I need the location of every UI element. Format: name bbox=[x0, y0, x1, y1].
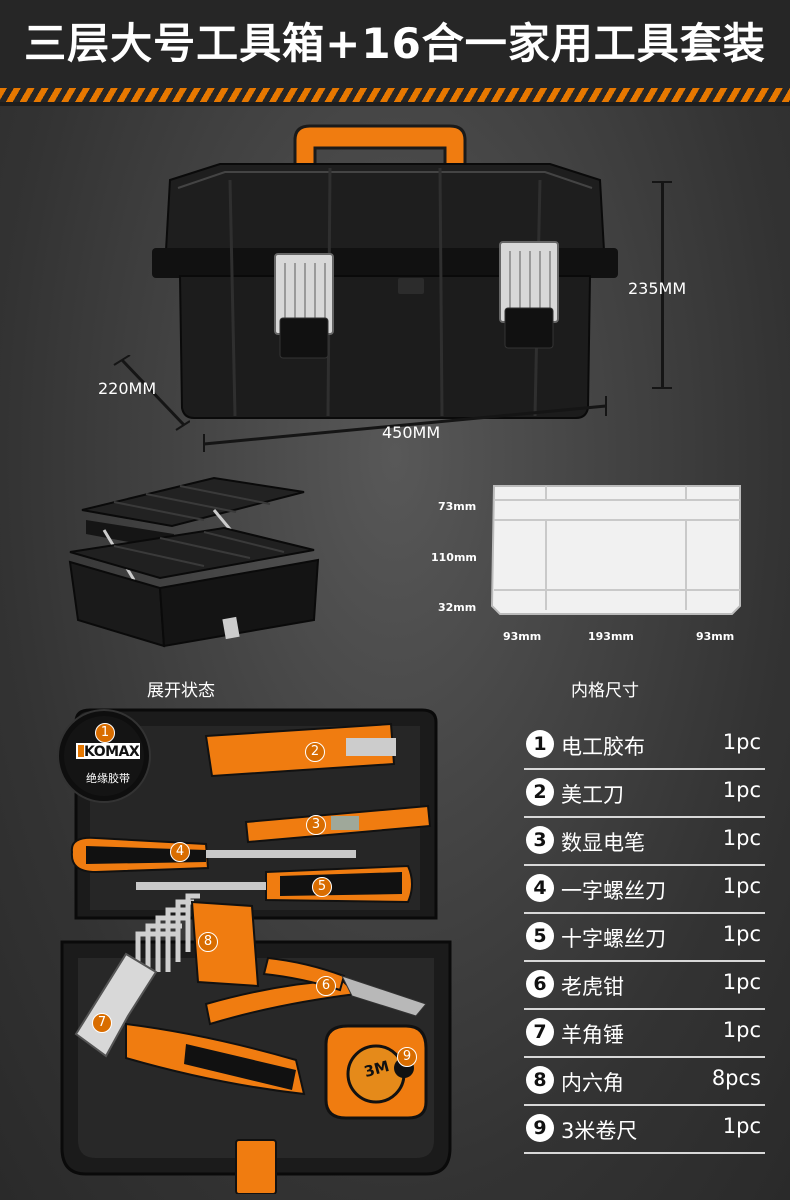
depth-dim-label: 220MM bbox=[98, 379, 157, 398]
item-quantity: 1pc bbox=[722, 922, 761, 946]
toolbox-open-image bbox=[68, 476, 320, 648]
item-number: 8 bbox=[526, 1066, 554, 1094]
item-quantity: 1pc bbox=[722, 1018, 761, 1042]
inner-height-2: 110mm bbox=[431, 551, 477, 564]
item-name: 电工胶布 bbox=[561, 735, 645, 759]
item-quantity: 1pc bbox=[722, 730, 761, 754]
tool-badge-3: 3 bbox=[306, 815, 326, 835]
list-item: 6 老虎钳 1pc bbox=[524, 962, 765, 1010]
height-dim-cap-top bbox=[652, 181, 672, 183]
item-quantity: 1pc bbox=[722, 970, 761, 994]
list-item: 3 数显电笔 1pc bbox=[524, 818, 765, 866]
item-quantity: 1pc bbox=[722, 778, 761, 802]
hazard-stripe bbox=[0, 88, 790, 102]
inner-dimension-diagram bbox=[490, 485, 741, 615]
item-quantity: 1pc bbox=[722, 826, 761, 850]
list-item: 4 一字螺丝刀 1pc bbox=[524, 866, 765, 914]
item-quantity: 1pc bbox=[722, 874, 761, 898]
tool-badge-5: 5 bbox=[312, 877, 332, 897]
item-name: 羊角锤 bbox=[561, 1023, 624, 1047]
width-dim-line bbox=[203, 396, 607, 452]
tool-badge-2: 2 bbox=[305, 742, 325, 762]
header-divider bbox=[0, 102, 790, 106]
item-number: 3 bbox=[526, 826, 554, 854]
caption-inner-size: 内格尺寸 bbox=[571, 681, 639, 701]
height-dim-label: 235MM bbox=[628, 279, 687, 298]
item-number: 1 bbox=[526, 730, 554, 758]
item-name: 数显电笔 bbox=[561, 831, 645, 855]
header-bar: 三层大号工具箱+16合一家用工具套装 bbox=[0, 0, 790, 88]
list-item: 5 十字螺丝刀 1pc bbox=[524, 914, 765, 962]
tool-badge-6: 6 bbox=[316, 976, 336, 996]
list-item: 9 3米卷尺 1pc bbox=[524, 1106, 765, 1154]
item-quantity: 8pcs bbox=[711, 1066, 761, 1090]
item-name: 美工刀 bbox=[561, 783, 624, 807]
item-quantity: 1pc bbox=[722, 1114, 761, 1138]
item-name: 一字螺丝刀 bbox=[561, 879, 666, 903]
item-number: 4 bbox=[526, 874, 554, 902]
item-number: 7 bbox=[526, 1018, 554, 1046]
item-number: 6 bbox=[526, 970, 554, 998]
tool-badge-1: 1 bbox=[95, 723, 115, 743]
tool-badge-4: 4 bbox=[170, 842, 190, 862]
inner-height-3: 32mm bbox=[438, 601, 477, 614]
height-dim-cap-bottom bbox=[652, 387, 672, 389]
inner-width-1: 93mm bbox=[503, 630, 542, 643]
item-number: 9 bbox=[526, 1114, 554, 1142]
inner-height-1: 73mm bbox=[438, 500, 477, 513]
item-number: 5 bbox=[526, 922, 554, 950]
tool-badge-8: 8 bbox=[198, 932, 218, 952]
tape-text-label: 绝缘胶带 bbox=[86, 772, 130, 785]
toolbox-closed-image bbox=[152, 124, 618, 419]
tool-badge-7: 7 bbox=[92, 1013, 112, 1033]
item-name: 十字螺丝刀 bbox=[561, 927, 666, 951]
list-item: 7 羊角锤 1pc bbox=[524, 1010, 765, 1058]
tape-brand-label: KOMAX bbox=[84, 744, 140, 760]
caption-open-state: 展开状态 bbox=[147, 681, 215, 701]
list-item: 1 电工胶布 1pc bbox=[524, 722, 765, 770]
depth-dim-line bbox=[113, 355, 190, 431]
page-title: 三层大号工具箱+16合一家用工具套装 bbox=[24, 19, 766, 68]
tool-badge-9: 9 bbox=[397, 1047, 417, 1067]
list-item: 8 内六角 8pcs bbox=[524, 1058, 765, 1106]
inner-width-3: 93mm bbox=[696, 630, 735, 643]
item-name: 内六角 bbox=[561, 1071, 624, 1095]
item-number: 2 bbox=[526, 778, 554, 806]
inner-width-2: 193mm bbox=[588, 630, 634, 643]
height-dim-line bbox=[661, 182, 664, 388]
item-name: 3米卷尺 bbox=[561, 1119, 638, 1143]
list-item: 2 美工刀 1pc bbox=[524, 770, 765, 818]
item-name: 老虎钳 bbox=[561, 975, 624, 999]
width-dim-label: 450MM bbox=[382, 423, 441, 442]
